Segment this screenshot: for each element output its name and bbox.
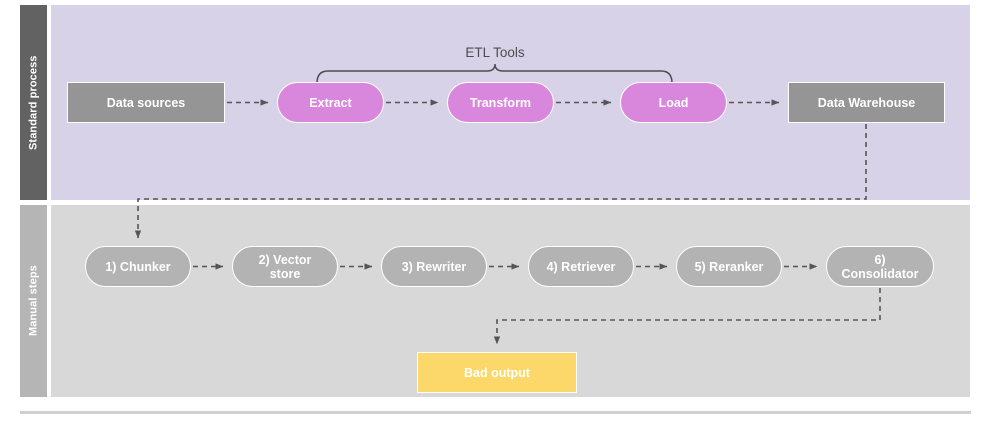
node-data-sources-label: Data sources: [106, 95, 186, 110]
node-transform[interactable]: Transform: [447, 82, 554, 123]
node-bad-output[interactable]: Bad output: [417, 352, 577, 393]
node-data-warehouse[interactable]: Data Warehouse: [788, 82, 945, 123]
node-load-label: Load: [658, 95, 689, 110]
lane-label-standard-process: Standard process: [20, 5, 47, 200]
node-consolidator-label: 6) Consolidator: [841, 253, 918, 281]
node-data-warehouse-label: Data Warehouse: [817, 95, 916, 110]
node-consolidator-label-line2: Consolidator: [841, 266, 919, 281]
node-retriever[interactable]: 4) Retriever: [528, 246, 634, 287]
node-vector-store-label-line1: 2) Vector: [258, 252, 312, 267]
node-chunker-label: 1) Chunker: [105, 259, 171, 274]
node-transform-label: Transform: [469, 95, 532, 110]
node-extract-label: Extract: [309, 95, 352, 110]
etl-tools-label: ETL Tools: [465, 45, 525, 60]
node-reranker[interactable]: 5) Reranker: [676, 246, 782, 287]
node-rewriter[interactable]: 3) Rewriter: [381, 246, 487, 287]
node-retriever-label: 4) Retriever: [546, 259, 616, 274]
node-consolidator[interactable]: 6) Consolidator: [826, 246, 934, 287]
node-consolidator-label-line1: 6): [874, 252, 886, 267]
node-bad-output-label: Bad output: [464, 365, 530, 380]
node-vector-store[interactable]: 2) Vector store: [232, 246, 338, 287]
bottom-divider: [20, 411, 971, 414]
node-reranker-label: 5) Reranker: [694, 259, 764, 274]
node-data-sources[interactable]: Data sources: [67, 82, 225, 123]
node-load[interactable]: Load: [620, 82, 727, 123]
lane-label-manual-steps: Manual steps: [20, 205, 47, 397]
node-vector-store-label: 2) Vector store: [259, 253, 312, 281]
node-rewriter-label: 3) Rewriter: [401, 259, 467, 274]
node-vector-store-label-line2: store: [269, 266, 301, 281]
node-chunker[interactable]: 1) Chunker: [85, 246, 191, 287]
node-extract[interactable]: Extract: [277, 82, 384, 123]
